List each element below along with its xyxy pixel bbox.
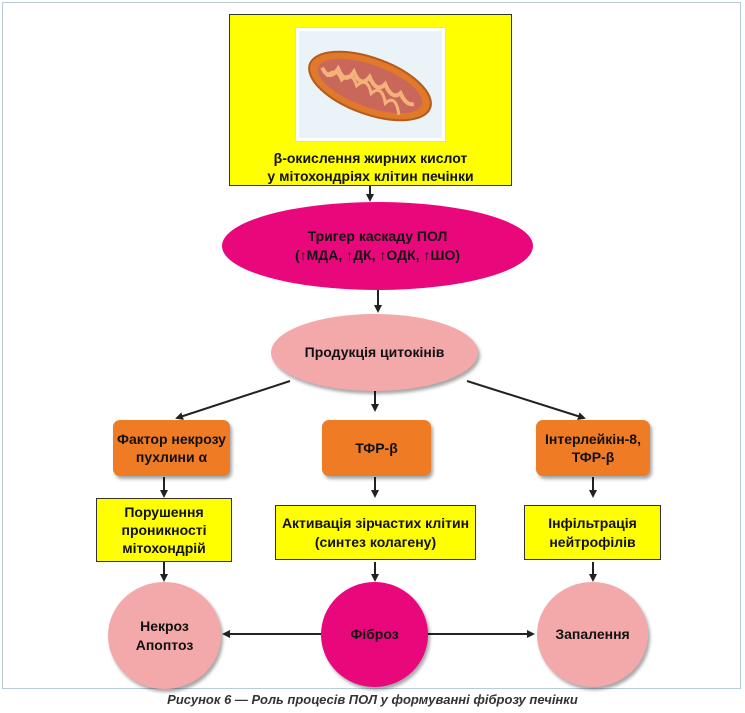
interleukin-8-box: Інтерлейкін-8, ТФР-β	[536, 420, 650, 476]
stellate-activation-box: Активація зірчастих клітин (синтез колаг…	[275, 505, 476, 560]
trigger-ellipse: Тригер каскаду ПОЛ (↑МДА, ↑ДК, ↑ОДК, ↑ШО…	[222, 202, 533, 290]
arrow-cytokines-to-right	[466, 380, 586, 421]
mitochondrion-image	[296, 28, 445, 141]
cytokines-ellipse: Продукція цитокінів	[271, 314, 478, 391]
mitochondrion-icon	[308, 50, 432, 122]
tgf-beta-box: ТФР-β	[322, 420, 431, 476]
figure-frame	[2, 2, 741, 689]
tnf-alpha-box: Фактор некрозу пухлини α	[113, 420, 230, 476]
neutrophil-infiltration-box: Інфільтрація нейтрофілів	[524, 505, 661, 560]
fibrosis-circle: Фіброз	[321, 582, 428, 687]
figure-caption: Рисунок 6 — Роль процесів ПОЛ у формуван…	[167, 692, 578, 707]
beta-oxidation-label: β-окислення жирних кислот у мітохондріях…	[267, 149, 474, 184]
inflammation-circle: Запалення	[537, 582, 648, 687]
necrosis-apoptosis-circle: Некроз Апоптоз	[108, 582, 221, 689]
beta-oxidation-box: β-окислення жирних кислот у мітохондріях…	[229, 14, 512, 186]
mito-permeability-box: Порушення проникності мітохондрій	[96, 498, 232, 562]
arrow-cytokines-to-left	[175, 380, 291, 420]
